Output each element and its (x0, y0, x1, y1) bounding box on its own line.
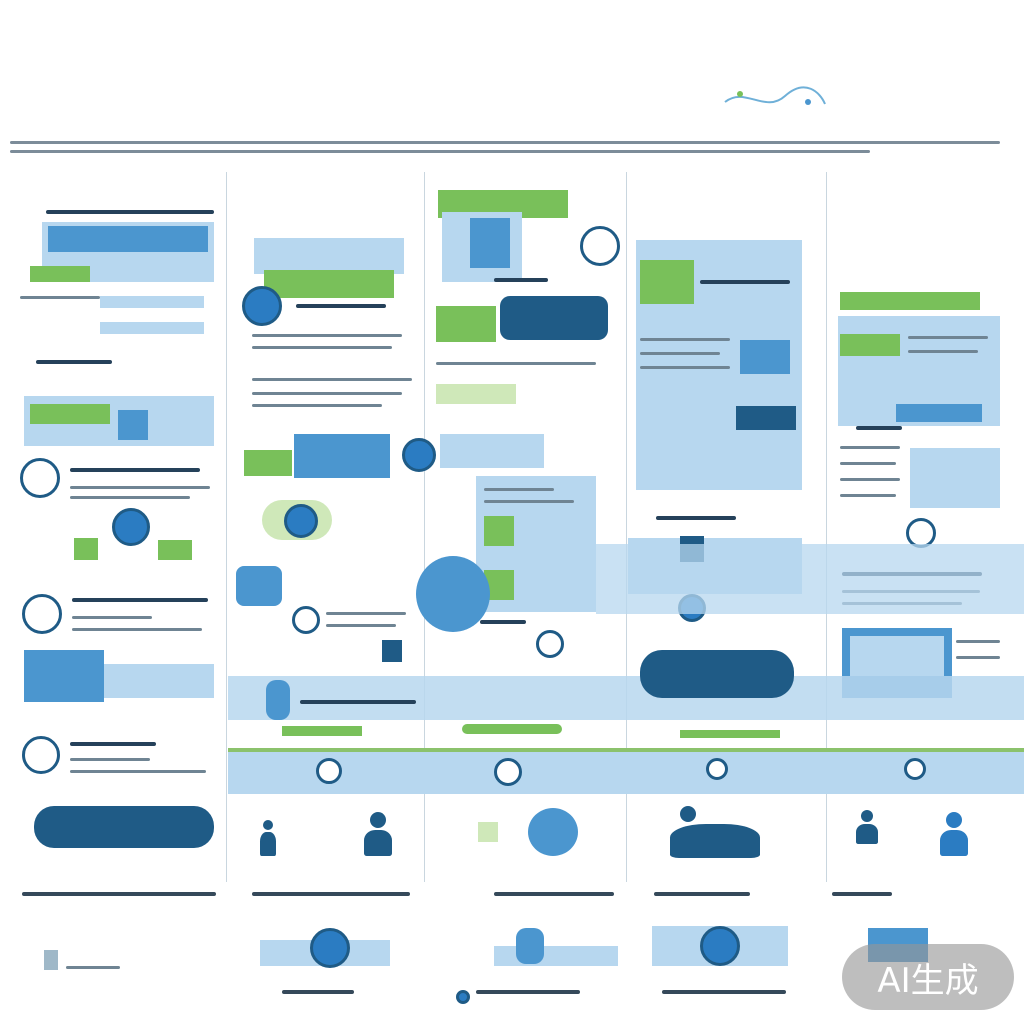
target-icon (456, 990, 470, 1004)
stylized-headline-graphic (34, 806, 214, 848)
section-heading (70, 742, 156, 746)
section-heading (46, 210, 214, 214)
divider (228, 748, 1024, 752)
chart-icon (22, 736, 60, 774)
user-icon (310, 928, 350, 968)
camera-icon (236, 566, 282, 606)
gear-icon (700, 926, 740, 966)
caption (252, 892, 410, 906)
illustration-panel (500, 296, 608, 340)
gear-icon (112, 508, 150, 546)
caption (654, 892, 750, 906)
target-icon (22, 594, 62, 634)
highlight-band (596, 544, 1024, 614)
caption (282, 990, 354, 1002)
infographic-title (0, 14, 1024, 124)
phone-icon (706, 758, 728, 780)
lock-icon (494, 758, 522, 786)
person-icon (358, 812, 398, 856)
title-line-2 (22, 76, 1012, 124)
column-divider (826, 172, 827, 882)
section-heading (36, 360, 112, 364)
person-icon (852, 810, 882, 844)
people-group-icon (660, 806, 770, 858)
caption (476, 990, 580, 1002)
caption (662, 990, 786, 1002)
section-heading (700, 280, 790, 284)
intro-text-block (10, 136, 1000, 166)
phone-icon (904, 758, 926, 780)
globe-icon (906, 518, 936, 548)
highlight-band (228, 676, 1024, 720)
column-divider (424, 172, 425, 882)
section-heading (296, 304, 386, 308)
gear-icon (292, 606, 320, 634)
caption (494, 892, 614, 906)
gear-icon (580, 226, 620, 266)
icon-band (228, 752, 1024, 794)
shopping-bag-icon (24, 650, 104, 702)
target-icon (402, 438, 436, 472)
column-divider (626, 172, 627, 882)
number-badge-icon (20, 458, 60, 498)
section-heading (856, 426, 902, 430)
person-icon (936, 812, 972, 856)
illustration-panel (294, 434, 390, 478)
person-icon (258, 820, 278, 856)
ai-generated-watermark: AI生成 (842, 944, 1014, 1010)
title-line-1 (22, 14, 1012, 74)
caption (832, 892, 892, 906)
section-heading (72, 598, 208, 602)
illustration-panel (30, 266, 90, 282)
column-divider (226, 172, 227, 882)
illustration-panel (48, 226, 208, 252)
lock-icon (536, 630, 564, 658)
section-heading (70, 468, 200, 472)
illustration-panel (254, 238, 404, 274)
gear-icon (316, 758, 342, 784)
title-swirl-icon (724, 86, 826, 105)
phone-icon (516, 928, 544, 964)
people-group-icon (640, 650, 794, 698)
section-heading (494, 278, 548, 282)
illustration-blob (416, 556, 490, 632)
person-icon (528, 808, 578, 856)
user-icon (242, 286, 282, 326)
watermark-label: AI生成 (877, 960, 979, 1001)
caption (22, 892, 216, 906)
person-icon (266, 680, 290, 720)
people-icon (284, 504, 318, 538)
